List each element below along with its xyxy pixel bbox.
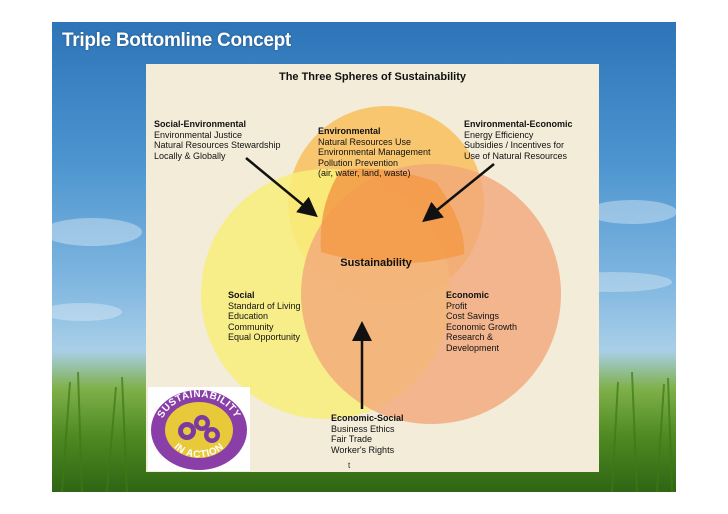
line-economic: Research &	[446, 332, 494, 342]
line-economic-social: Business Ethics	[331, 423, 395, 434]
diagram-title: The Three Spheres of Sustainability	[278, 71, 467, 83]
line-economic: Profit	[446, 300, 468, 311]
heading-social: Social	[228, 290, 255, 300]
sustainability-in-action-logo: SUSTAINABILITY IN ACTION	[148, 387, 250, 471]
line-social: Community	[228, 321, 274, 332]
overlap-center	[320, 168, 465, 264]
line-economic: Development	[446, 342, 500, 353]
line-environmental-economic: Energy Efficiency	[464, 129, 534, 140]
heading-economic-social: Economic-Social	[331, 413, 404, 423]
label-environmental-economic: Environmental-Economic Energy Efficiency…	[464, 119, 573, 161]
label-social-environmental: Social-Environmental Environmental Justi…	[154, 119, 281, 161]
line-environmental: Natural Resources Use	[318, 136, 412, 147]
line-social: Standard of Living	[228, 300, 301, 311]
line-environmental: (air, water, land, waste)	[318, 168, 411, 178]
line-social-environmental: Environmental Justice	[154, 129, 243, 140]
heading-social-environmental: Social-Environmental	[154, 119, 247, 129]
line-social-environmental: Natural Resources Stewardship	[154, 140, 281, 150]
heading-environmental-economic: Environmental-Economic	[464, 119, 573, 129]
label-economic: Economic Profit Cost Savings Economic Gr…	[446, 290, 517, 353]
line-social-environmental: Locally & Globally	[154, 150, 226, 161]
arrow-social-environmental	[245, 157, 318, 218]
line-environmental: Environmental Management	[318, 147, 431, 157]
center-label-sustainability: Sustainability	[340, 257, 412, 269]
label-social: Social Standard of Living Education Comm…	[228, 290, 301, 343]
footer-fragment: t	[348, 461, 351, 470]
line-social: Education	[228, 311, 269, 321]
slide: Triple Bottomline Concept The Three Sphe…	[52, 22, 676, 492]
line-environmental-economic: Subsidies / Incentives for	[464, 140, 565, 150]
line-economic-social: Worker's Rights	[331, 444, 395, 455]
arrow-environmental-economic	[422, 163, 495, 223]
logo-graphic: SUSTAINABILITY IN ACTION	[151, 389, 247, 470]
slide-title: Triple Bottomline Concept	[62, 30, 291, 51]
line-environmental-economic: Use of Natural Resources	[464, 150, 568, 161]
label-economic-social: Economic-Social Business Ethics Fair Tra…	[331, 413, 404, 455]
venn-diagram	[201, 106, 561, 424]
line-economic: Economic Growth	[446, 321, 518, 332]
line-economic-social: Fair Trade	[331, 434, 373, 444]
line-economic: Cost Savings	[446, 311, 500, 321]
line-environmental: Pollution Prevention	[318, 157, 399, 168]
heading-economic: Economic	[446, 290, 490, 300]
diagram-panel: The Three Spheres of Sustainability Soci…	[146, 64, 599, 472]
label-environmental: Environmental Natural Resources Use Envi…	[318, 126, 431, 179]
heading-environmental: Environmental	[318, 126, 381, 136]
line-social: Equal Opportunity	[228, 332, 301, 342]
